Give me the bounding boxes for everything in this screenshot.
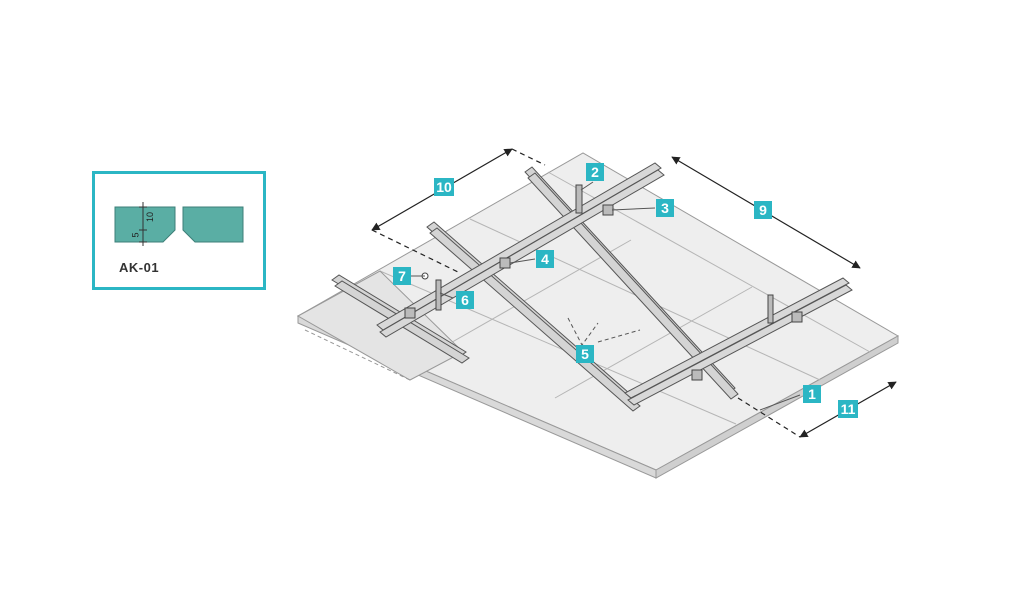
callout-5: 5 xyxy=(576,345,594,363)
detail-caption: AK-01 xyxy=(119,260,160,275)
cross-profiles xyxy=(376,162,853,406)
callout-7: 7 xyxy=(393,267,411,285)
callout-11: 11 xyxy=(838,400,858,418)
callout-3: 3 xyxy=(656,199,674,217)
dim-label-top: 10 xyxy=(145,211,156,223)
edge-profile-drawing xyxy=(114,202,244,246)
callout-9: 9 xyxy=(754,201,772,219)
callout-6: 6 xyxy=(456,291,474,309)
edge-detail-box: 10 5 AK-01 xyxy=(92,171,266,290)
callout-4: 4 xyxy=(536,250,554,268)
leader-lines xyxy=(406,181,801,411)
dim-label-bottom: 5 xyxy=(130,232,141,238)
callout-2: 2 xyxy=(586,163,604,181)
connectors xyxy=(404,184,803,381)
callout-1: 1 xyxy=(803,385,821,403)
callout-10: 10 xyxy=(434,178,454,196)
